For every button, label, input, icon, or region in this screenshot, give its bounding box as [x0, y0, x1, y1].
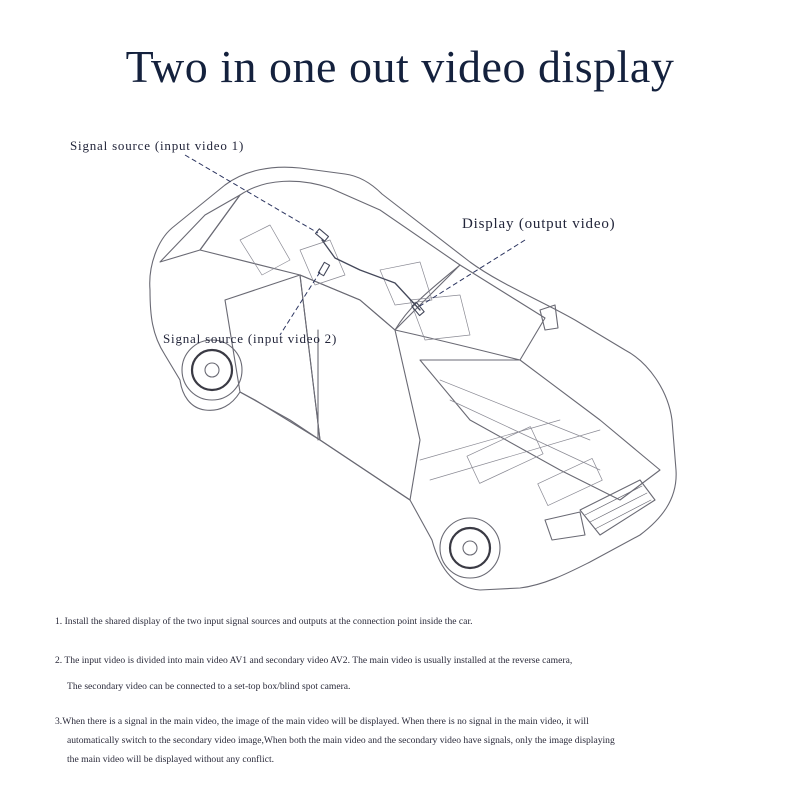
leader-line-input-1: [184, 154, 319, 234]
video-cable: [321, 239, 421, 311]
headlight: [544, 511, 586, 541]
callout-display-output: Display (output video): [462, 216, 616, 232]
connector-output: [411, 301, 425, 317]
note-2: 2. The input video is divided into main …: [55, 651, 755, 696]
callout-input-video-2: Signal source (input video 2): [163, 331, 338, 346]
note-3-line-3: the main video will be displayed without…: [67, 754, 275, 765]
note-3: 3.When there is a signal in the main vid…: [55, 712, 755, 769]
connector-input-2: [317, 261, 331, 277]
car-body-outline: [149, 166, 677, 591]
car-wiring-diagram: [149, 154, 677, 591]
note-3-line-1: 3.When there is a signal in the main vid…: [55, 716, 589, 727]
note-1: 1. Install the shared display of the two…: [55, 612, 755, 631]
front-grille: [579, 479, 656, 536]
rear-wheel: [181, 339, 243, 401]
note-1-line-1: 1. Install the shared display of the two…: [55, 616, 473, 627]
leader-line-output: [419, 239, 526, 307]
rear-window: [159, 194, 241, 263]
side-mirror: [539, 304, 559, 331]
connector-input-1: [314, 228, 330, 242]
note-2-line-1: 2. The input video is divided into main …: [55, 655, 573, 666]
page-title: Two in one out video display: [125, 41, 675, 92]
note-2-line-2: The secondary video can be connected to …: [67, 681, 351, 692]
callout-input-video-1: Signal source (input video 1): [70, 138, 245, 153]
note-3-line-2: automatically switch to the secondary vi…: [67, 735, 615, 746]
front-wheel: [439, 517, 501, 579]
windshield: [394, 264, 546, 361]
leader-line-input-2: [279, 271, 321, 336]
rear-door: [224, 274, 321, 441]
hood: [419, 359, 661, 501]
